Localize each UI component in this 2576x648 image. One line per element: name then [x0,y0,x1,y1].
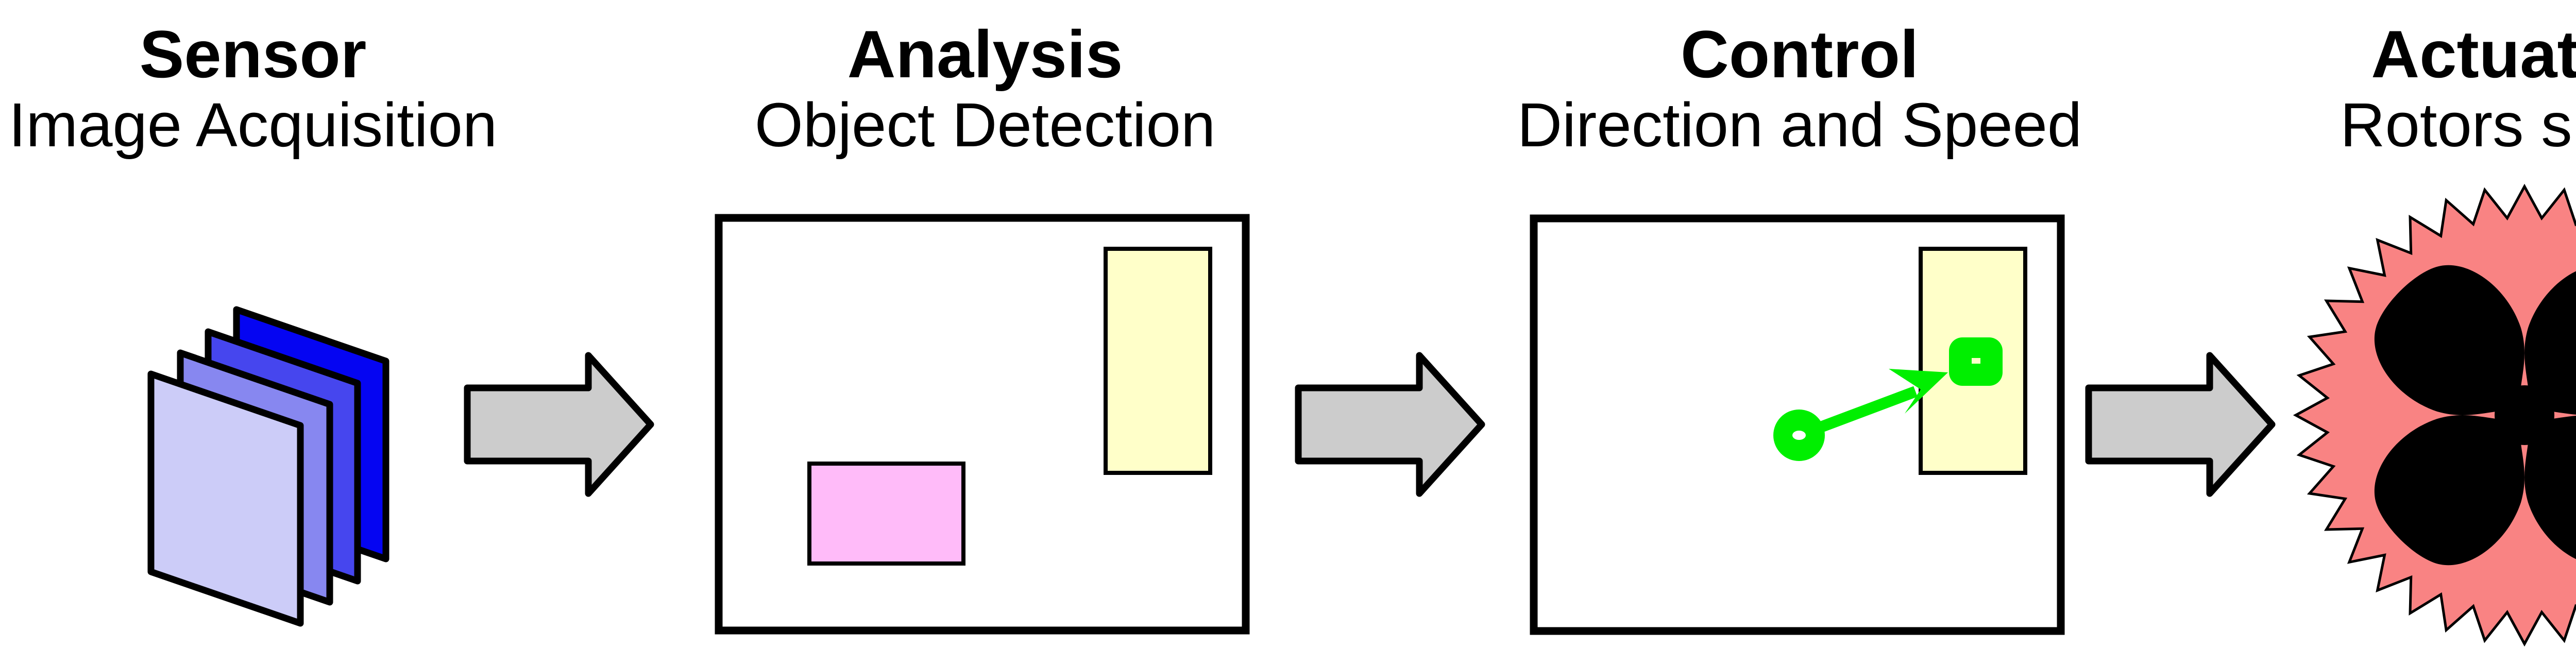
stage-control: Control Direction and Speed [1517,16,2082,635]
rotor-blades [2374,265,2576,566]
detected-object-yellow [1104,247,1212,475]
stage-analysis: Analysis Object Detection [715,16,1250,635]
image-stack-icon [147,306,389,627]
stage-subtitle-sensor: Image Acquisition [9,90,497,160]
stage-title-sensor: Sensor [140,16,367,92]
rotor-hub [2495,385,2554,445]
tracking-vector-icon [1530,214,2065,635]
direction-vector-arrowhead [1889,369,1948,414]
target-lock-dot [1972,358,1980,364]
rotor-blade [2524,415,2576,566]
detection-frame-icon [715,214,1250,635]
stage-title-analysis: Analysis [848,16,1123,92]
stage-sensor: Sensor Image Acquisition [9,16,497,627]
stage-title-actuation: Actuation [2371,16,2576,92]
rotor-blade [2374,265,2524,415]
image-frame-front [147,370,304,627]
stage-subtitle-analysis: Object Detection [755,90,1216,160]
rotor-starburst-icon [2293,183,2576,647]
rotor-blade [2374,415,2524,566]
stage-title-control: Control [1681,16,1919,92]
stage-actuation: Actuation Rotors speed [2293,16,2576,647]
flow-arrow-icon-3 [2085,352,2276,497]
stage-subtitle-control: Direction and Speed [1517,90,2082,160]
flow-arrow-icon-1 [464,352,654,497]
detected-object-pink [807,462,965,566]
flow-arrow-icon-2 [1295,352,1485,497]
stage-subtitle-actuation: Rotors speed [2340,90,2576,160]
drone-position-dot [1792,431,1806,440]
rotor-blade [2524,265,2576,415]
